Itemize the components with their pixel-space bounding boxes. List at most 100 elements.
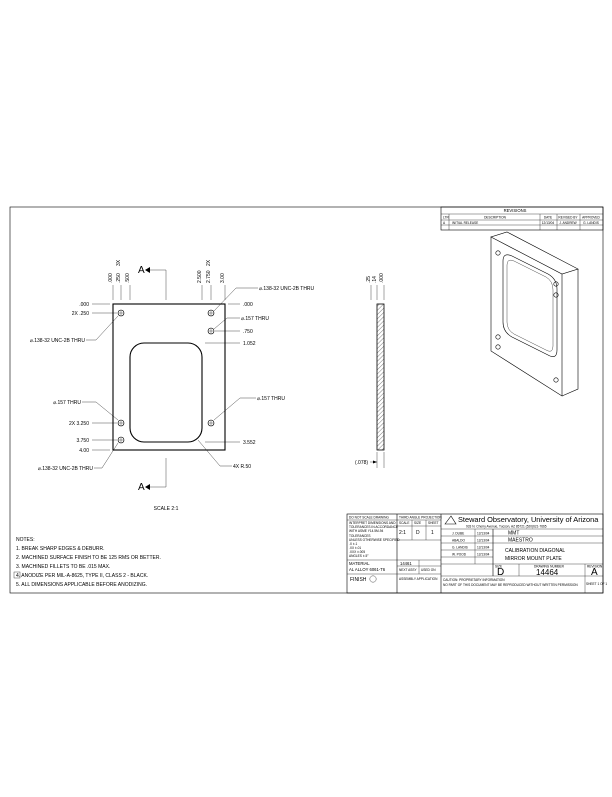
material-value: AL ALLOY 6061-T6 (349, 567, 386, 572)
dim-top-2500: 2.500 (197, 270, 203, 283)
note-1: 1. BREAK SHARP EDGES & DEBURR. (16, 546, 105, 552)
note-4: 4. ANODIZE PER MIL-A-8625, TYPE II, CLAS… (16, 573, 148, 579)
rev-col-revised-by: REVISED BY (558, 216, 578, 220)
rev-label: REVISION (587, 565, 603, 569)
isometric-view (490, 231, 579, 397)
code-value-size: D (416, 530, 420, 536)
section-hatched-plate (376, 303, 385, 451)
dim-left-250: 2X .250 (72, 311, 89, 317)
dim-right-3552: 3.552 (243, 440, 256, 446)
side-dim-14: .14 (372, 276, 378, 283)
code-label-scale: SCALE (399, 521, 409, 525)
footer-line2: NO PART OF THIS DOCUMENT MAY BE REPRODUC… (443, 583, 578, 587)
left-dimensions: .000 2X .250 2X 3.250 3.750 4.00 (69, 302, 117, 454)
section-marker-top: A (138, 265, 167, 300)
dim-right-750: .750 (243, 329, 253, 335)
dim-left-3250: 2X 3.250 (69, 421, 89, 427)
org-name: Steward Observatory, University of Arizo… (458, 515, 599, 524)
dim-left-000: .000 (79, 302, 89, 308)
callout-tap-top-right: ⌀.138-32 UNC-2B THRU (259, 286, 315, 292)
note-5: 5. ALL DIMENSIONS APPLICABLE BEFORE ANOD… (16, 582, 147, 588)
dim-top-2750: 2.750 (206, 270, 212, 283)
drawing-title-line2: MIRROR MOUNT PLATE (505, 556, 562, 562)
revision-block: REVISIONS LTR DESCRIPTION DATE REVISED B… (440, 206, 604, 231)
top-dimensions: .000 .250 3X .500 2.500 2.750 2X 3.00 (108, 259, 226, 300)
section-letter-top: A (138, 265, 145, 276)
drawing-title-line1: CALIBRATION DIAGONAL (505, 548, 565, 554)
rev-col-approved: APPROVED (582, 216, 600, 220)
revisions-title: REVISIONS (504, 208, 527, 213)
approved-date: 12/13/04 (477, 553, 490, 557)
plate-cutout (129, 342, 203, 443)
footer-line1: CAUTION: PROPRIETARY INFORMATION (443, 578, 505, 582)
side-section-view: .25 .14 .000 (.078) (355, 273, 385, 468)
code-value-sheet: 1 (431, 530, 434, 536)
tol-header: DO NOT SCALE DRAWING (349, 516, 389, 520)
front-view: A A .000 .250 3X .500 2.500 2.750 2X 3.0… (30, 259, 315, 512)
engineer: G. LANDIS (452, 546, 468, 550)
drawn-date: 12/13/04 (477, 532, 490, 536)
section-marker-bottom: A (138, 458, 167, 493)
rev-col-description: DESCRIPTION (484, 216, 506, 220)
dim-top-000: .000 (108, 273, 114, 283)
side-dim-25: .25 (366, 276, 372, 283)
notes-heading: NOTES: (16, 537, 35, 543)
material-label: MATERIAL (349, 561, 370, 566)
engineer-date: 12/13/04 (477, 546, 490, 550)
rev-row-approved: G. LANDIS (583, 221, 599, 225)
size-value: D (497, 567, 504, 578)
tol-value-4: .XXX ±.005 (349, 550, 365, 554)
code-label-sheet: SHEET (428, 521, 439, 525)
dim-right-1052: 1.052 (243, 341, 256, 347)
tol-line-1: INTERPRET DIMENSIONS AND (349, 521, 396, 525)
tol-value-2: .X ±.1 (349, 542, 358, 546)
right-dimensions: .000 .750 1.052 3.552 (205, 302, 256, 446)
dim-left-3750: 3.750 (76, 438, 89, 444)
notes: NOTES: 1. BREAK SHARP EDGES & DEBURR. 2.… (13, 537, 161, 588)
dim-left-400: 4.00 (79, 448, 89, 454)
tol-value-3: .XX ±.01 (349, 546, 361, 550)
dim-top-250: .250 (116, 273, 122, 283)
next-assy-label: NEXT ASSY (399, 568, 418, 572)
dwg-no-label: DRAWING NUMBER (534, 565, 565, 569)
tol-value-5: ANGLES ±.5° (349, 554, 369, 558)
section-letter-bottom: A (138, 482, 145, 493)
code-value-scale: 2:1 (399, 530, 406, 536)
rev-col-date: DATE (544, 216, 552, 220)
title-block: DO NOT SCALE DRAWING INTERPRET DIMENSION… (346, 513, 607, 594)
assembly-application-label: ASSEMBLY APPLICATION (399, 577, 438, 581)
side-thickness: (.078) (355, 460, 368, 466)
org-address: 933 N. Cherry Avenue, Tucson, AZ 85721 (… (466, 525, 547, 529)
note-2: 2. MACHINED SURFACE FINISH TO BE 125 RMS… (16, 555, 161, 561)
rev-row-date: 12/13/04 (542, 221, 555, 225)
sheet-number: SHEET 1 OF 1 (586, 582, 607, 586)
tol-line-2: TOLERANCES IN ACCORDANCE (349, 525, 398, 529)
dim-top-prefix-2x: 2X (206, 259, 212, 266)
side-dim-000: .000 (379, 273, 385, 283)
finish-label: FINISH (350, 577, 367, 583)
dim-top-500: .500 (125, 273, 131, 283)
drawn-by: J. DUBE (452, 532, 464, 536)
tol-value-0: TOLERANCES (349, 534, 371, 538)
scale-label: SCALE 2:1 (154, 506, 179, 512)
used-on-label: USED ON (421, 568, 436, 572)
callout-tap-bottom-left: ⌀.138-32 UNC-2B THRU (38, 466, 94, 472)
callout-hole-left: ⌀.157 THRU (53, 400, 81, 406)
callout-corner-radius: 4X R.50 (233, 464, 251, 470)
tol-value-1: UNLESS OTHERWISE SPECIFIED (349, 538, 400, 542)
checked-date: 12/13/04 (477, 539, 490, 543)
callout-tap-left: ⌀.138-32 UNC-2B THRU (30, 338, 86, 344)
dim-right-000: .000 (243, 302, 253, 308)
proj-header: THIRD ANGLE PROJECTION (399, 516, 442, 520)
approved-by: W. POOD (452, 553, 467, 557)
hole-callouts: ⌀.138-32 UNC-2B THRU ⌀.157 THRU ⌀.138-32… (30, 286, 315, 472)
size-label: SIZE (495, 565, 502, 569)
rev-value: A (591, 567, 598, 578)
subproject-name: MAESTRO (508, 538, 533, 544)
rev-row-ltr: A (443, 221, 446, 225)
mounting-holes (117, 309, 215, 444)
project-name: MMT (508, 531, 519, 537)
dim-top-prefix-3x: 3X (116, 259, 122, 266)
rev-row-revised-by: J. ANDREW (559, 221, 576, 225)
